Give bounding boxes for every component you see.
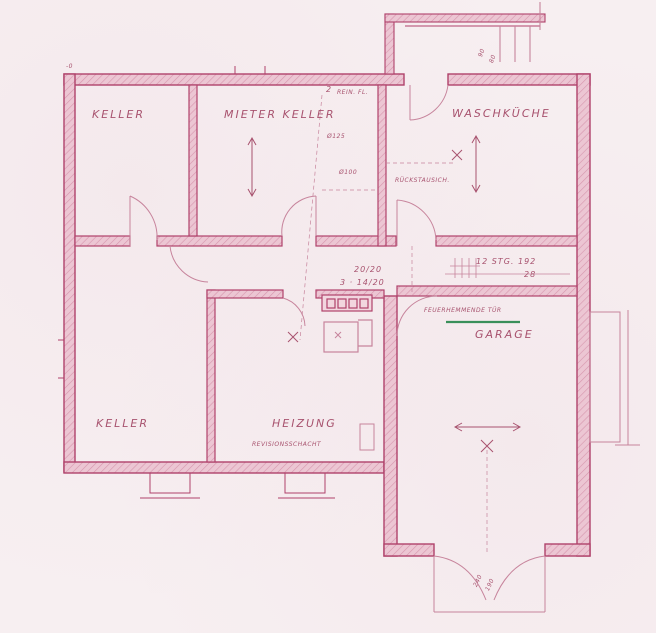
- chimney-size: 20/20: [354, 265, 383, 274]
- fixtures: [247, 134, 522, 453]
- rein-fl-note: REIN. FL.: [337, 89, 369, 96]
- chimney-height: 3 · 14/20: [340, 278, 385, 287]
- pipe-100-note: Ø100: [339, 169, 358, 176]
- stairs-note-2: 28: [524, 270, 537, 279]
- room-label-mieter-keller: MIETER KELLER: [224, 108, 336, 121]
- exterior-stair: [384, 2, 546, 75]
- fire-door-note: FEUERHEMMENDE TÜR: [424, 307, 502, 314]
- pipe-125-note: Ø125: [327, 133, 346, 140]
- revision-shaft-note: REVISIONSSCHACHT: [252, 441, 322, 448]
- stairs-note: 12 STG. 192: [476, 257, 537, 266]
- room-label-garage: GARAGE: [475, 328, 534, 341]
- room-label-keller-top-left: KELLER: [92, 108, 146, 121]
- chimney: [321, 294, 373, 353]
- inner-walls: [74, 84, 578, 463]
- interior-stair: [450, 258, 480, 278]
- windows: [58, 66, 640, 499]
- room-label-keller-bottom-left: KELLER: [96, 417, 150, 430]
- corner-level-mark: -0: [66, 63, 73, 70]
- service-lines: [299, 94, 488, 555]
- room-label-heizung: HEIZUNG: [272, 417, 337, 430]
- room-label-waschkueche: WASCHKÜCHE: [452, 107, 551, 120]
- doors: [129, 84, 546, 613]
- rein-fl-marker: 2: [326, 85, 333, 94]
- outer-walls: [63, 73, 591, 557]
- rueckstau-note: RÜCKSTAUSICH.: [395, 177, 450, 184]
